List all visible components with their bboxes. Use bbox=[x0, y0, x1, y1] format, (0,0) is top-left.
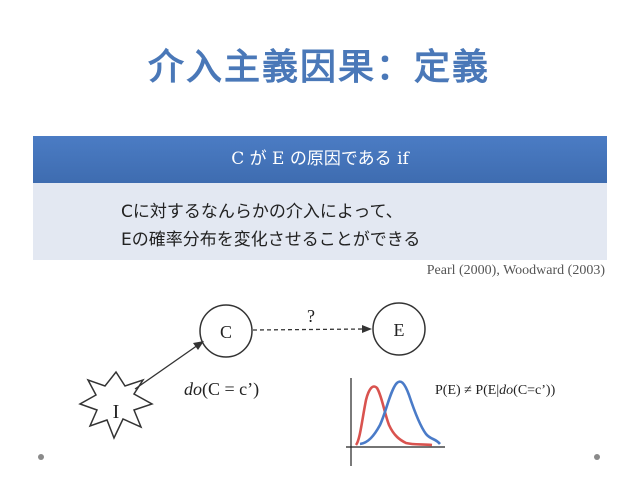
node-c-circle bbox=[199, 304, 253, 358]
do-label-args: (C = c’) bbox=[202, 379, 259, 400]
do-label-fn: do bbox=[184, 379, 202, 399]
slide-dot-right bbox=[594, 454, 600, 460]
slide-dot-left bbox=[38, 454, 44, 460]
node-e-label: E bbox=[394, 320, 405, 340]
question-mark: ? bbox=[307, 306, 315, 326]
node-e-circle bbox=[372, 302, 426, 356]
do-label: do(C = c’) bbox=[184, 379, 259, 400]
prob-lhs: P(E) ≠ P(E| bbox=[435, 383, 499, 398]
intervention-arrow-head bbox=[193, 341, 204, 350]
distribution-curve-blue bbox=[359, 380, 441, 446]
definition-line-2: Eの確率分布を変化させることができる bbox=[121, 230, 421, 250]
distribution-curve-red bbox=[354, 385, 433, 447]
slide-title: 介入主義因果：定義 bbox=[147, 47, 490, 88]
causal-arrow-head bbox=[362, 325, 372, 333]
node-c-label: C bbox=[220, 322, 232, 342]
intervention-starburst bbox=[78, 370, 154, 440]
definition-header: C が E の原因である if bbox=[33, 136, 607, 183]
prob-do: do bbox=[499, 383, 513, 398]
definition-body: Cに対するなんらかの介入によって、 Eの確率分布を変化させることができる bbox=[33, 183, 607, 260]
citation: Pearl (2000), Woodward (2003) bbox=[426, 263, 605, 278]
definition-line-1: Cに対するなんらかの介入によって、 bbox=[121, 202, 403, 222]
prob-rhs: (C=c’)) bbox=[513, 383, 555, 398]
causal-arrow-line bbox=[252, 328, 367, 331]
intervention-arrow-line bbox=[134, 344, 199, 390]
probability-inequality: P(E) ≠ P(E|do(C=c’)) bbox=[435, 383, 556, 398]
node-i-label: I bbox=[113, 401, 120, 423]
